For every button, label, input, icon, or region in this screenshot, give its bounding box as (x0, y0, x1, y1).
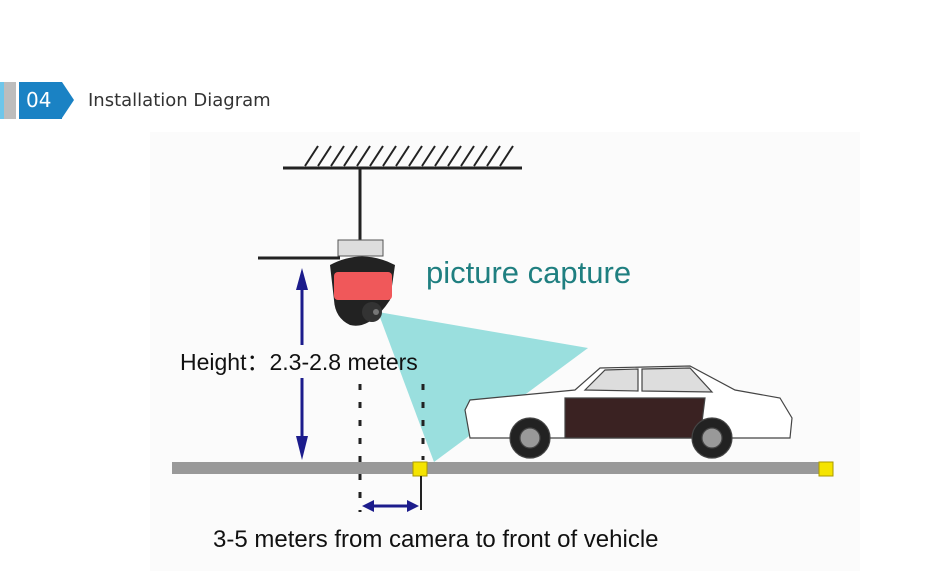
marker-near (412, 461, 428, 477)
section-header: 04 Installation Diagram (0, 82, 271, 119)
ground (172, 462, 832, 474)
accent-bar-gray (4, 82, 16, 119)
height-label: Height：2.3-2.8 meters (180, 349, 418, 375)
distance-label: 3-5 meters from camera to front of vehic… (213, 526, 659, 553)
dotted-guides (358, 384, 425, 512)
camera-icon (330, 239, 395, 326)
accent-bar (0, 82, 4, 119)
section-number: 04 (19, 82, 74, 119)
car-icon (464, 365, 793, 459)
ceiling-icon (258, 145, 522, 260)
height-arrow (296, 268, 308, 460)
section-title: Installation Diagram (88, 90, 271, 111)
capture-label: picture capture (426, 255, 631, 290)
capture-cone (378, 312, 588, 462)
distance-arrow (362, 500, 419, 512)
marker-far (818, 461, 834, 477)
